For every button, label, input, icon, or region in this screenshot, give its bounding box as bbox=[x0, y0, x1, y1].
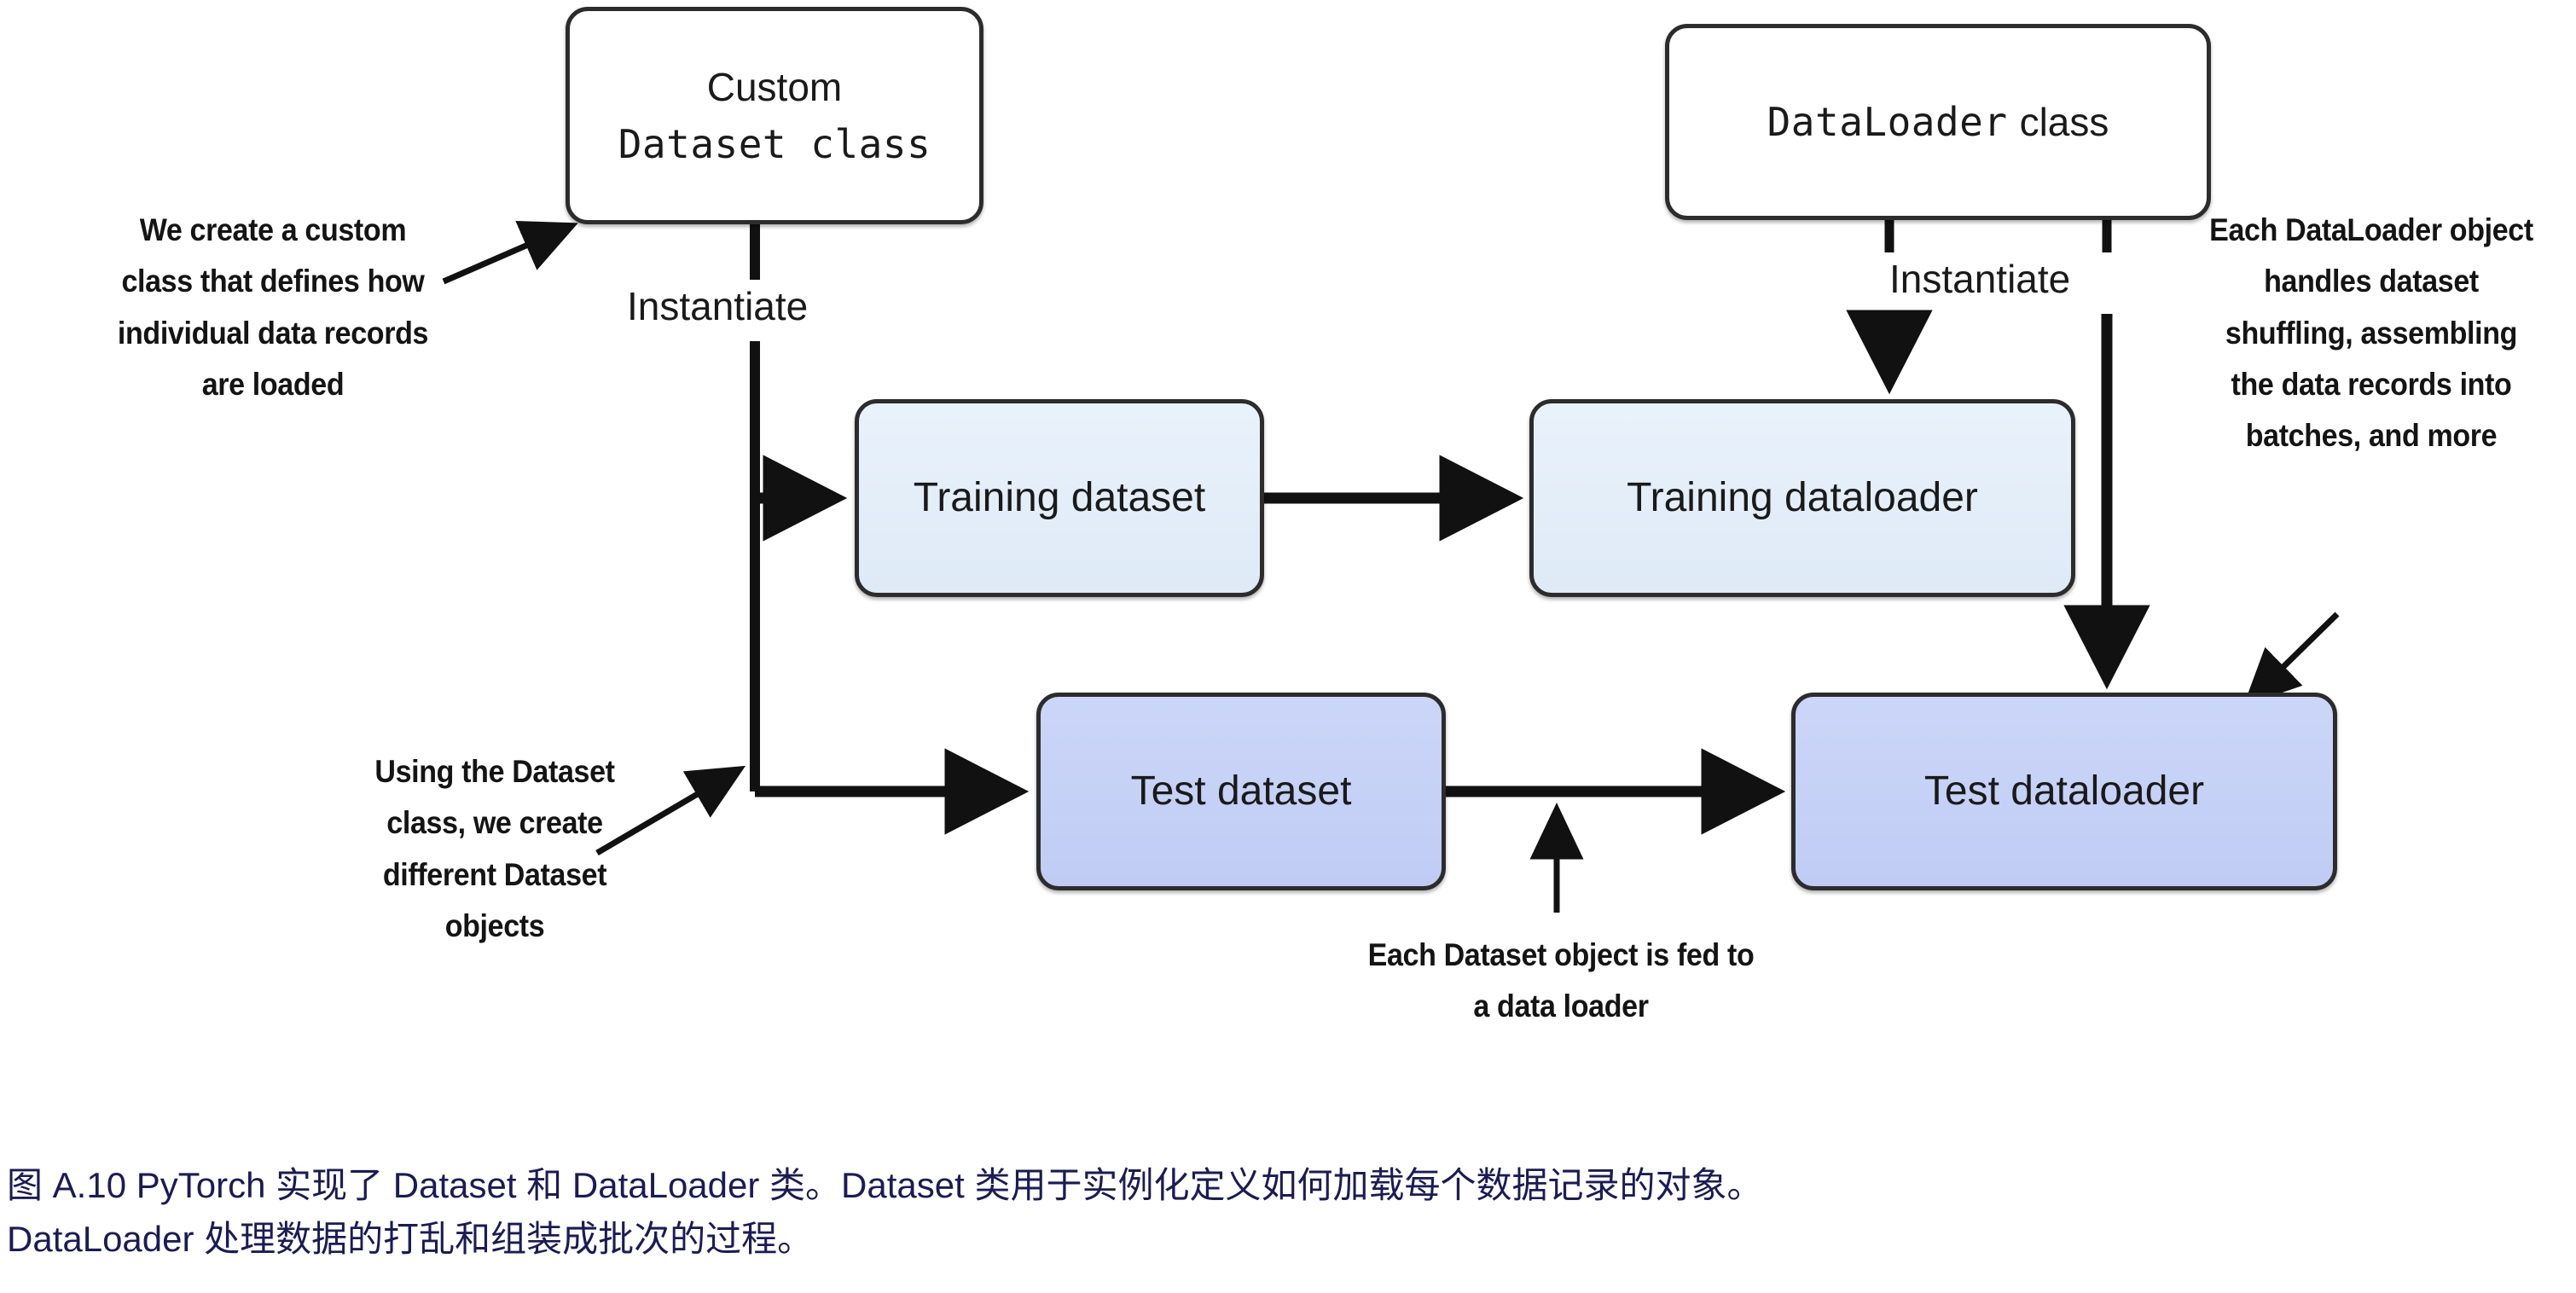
annotation-each-dataset-object: Each Dataset object is fed to a data loa… bbox=[1367, 937, 1755, 1024]
node-custom-dataset-line1: Custom bbox=[706, 64, 843, 109]
node-test-dataset-label: Test dataset bbox=[1130, 768, 1352, 815]
annotation-we-create-custom-class: We create a custom class that defines ho… bbox=[117, 212, 429, 402]
node-custom-dataset-line2: Dataset class bbox=[618, 120, 931, 167]
figure-caption-line2: DataLoader 处理数据的打乱和组装成批次的过程。 bbox=[7, 1219, 814, 1259]
diagram-canvas: Custom Dataset class DataLoader class Tr… bbox=[117, 7, 2533, 1024]
figure-caption: 图 A.10 PyTorch 实现了 Dataset 和 DataLoader … bbox=[7, 1158, 2532, 1266]
node-training-dataset[interactable]: Training dataset bbox=[855, 399, 1264, 597]
node-dataloader-class-mono: DataLoader bbox=[1767, 98, 2008, 145]
node-training-dataloader[interactable]: Training dataloader bbox=[1529, 399, 2075, 597]
node-training-dataloader-label: Training dataloader bbox=[1627, 475, 1978, 521]
node-test-dataloader[interactable]: Test dataloader bbox=[1791, 693, 2337, 890]
node-custom-dataset-class[interactable]: Custom Dataset class bbox=[566, 7, 983, 224]
node-test-dataset[interactable]: Test dataset bbox=[1036, 693, 1446, 890]
annotation-using-dataset-class: Using the Dataset class, we create diffe… bbox=[374, 754, 615, 943]
node-dataloader-class-sans: class bbox=[2019, 99, 2109, 144]
node-training-dataset-label: Training dataset bbox=[913, 475, 1206, 521]
arrow-using-dataset-annotation bbox=[595, 765, 746, 856]
node-test-dataloader-label: Test dataloader bbox=[1923, 768, 2205, 815]
edge-label-instantiate-right: Instantiate bbox=[1889, 257, 2071, 301]
node-dataloader-class[interactable]: DataLoader class bbox=[1665, 24, 2211, 220]
arrow-we-create-annotation bbox=[442, 221, 578, 285]
edge-label-instantiate-left: Instantiate bbox=[627, 284, 809, 328]
figure-caption-line1: 图 A.10 PyTorch 实现了 Dataset 和 DataLoader … bbox=[7, 1165, 1763, 1205]
annotation-each-dataloader-object: Each DataLoader object handles dataset s… bbox=[2209, 212, 2533, 454]
diagram-connectors bbox=[442, 220, 2340, 913]
arrow-each-dataloader-annotation bbox=[2243, 612, 2340, 706]
